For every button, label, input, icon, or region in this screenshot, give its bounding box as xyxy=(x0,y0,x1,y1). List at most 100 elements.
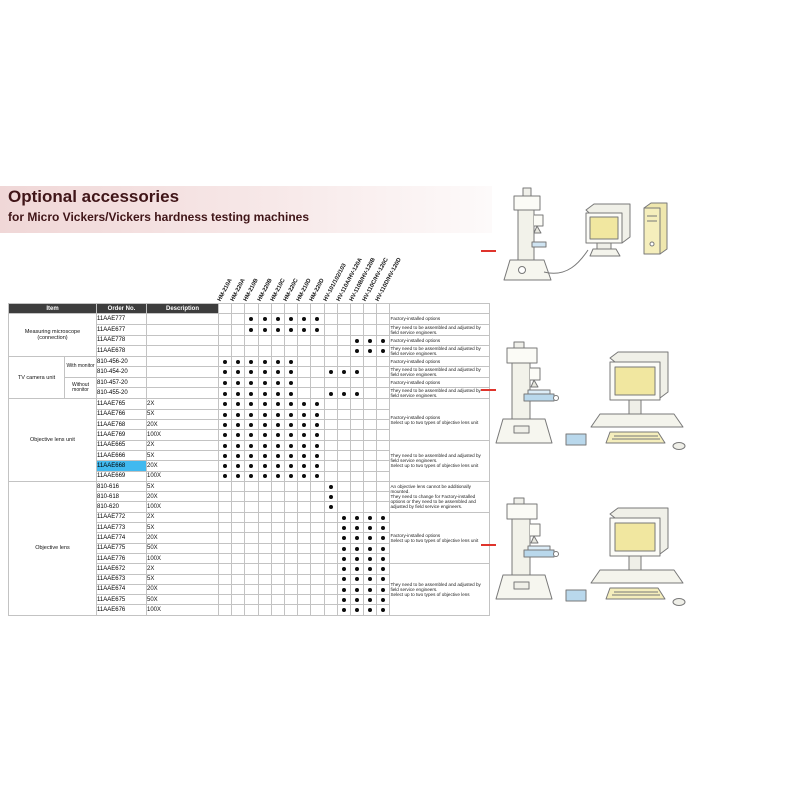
compat-dot xyxy=(381,598,386,603)
compat-dot xyxy=(236,402,241,407)
compat-dot xyxy=(302,422,307,427)
compat-cell xyxy=(310,480,325,493)
compat-cell xyxy=(231,470,246,482)
compat-dot xyxy=(262,327,267,332)
compat-cell xyxy=(323,398,338,410)
compat-dot xyxy=(381,338,386,343)
remark-cell: Factory-installed options xyxy=(389,377,491,389)
compat-cell xyxy=(244,542,259,554)
compat-cell xyxy=(217,470,233,482)
compat-cell xyxy=(336,323,351,336)
compat-dot xyxy=(289,391,294,396)
compat-cell xyxy=(349,334,365,346)
compat-dot xyxy=(368,338,373,343)
hardness-tester-illustration-1 xyxy=(492,186,707,294)
compat-cell xyxy=(336,449,351,462)
compat-cell xyxy=(270,522,285,534)
compat-cell xyxy=(336,460,351,472)
compat-cell xyxy=(310,522,325,534)
compat-cell xyxy=(270,563,285,575)
compat-cell xyxy=(231,460,246,472)
compat-cell xyxy=(336,470,351,482)
compat-cell xyxy=(257,449,272,462)
compat-cell xyxy=(363,604,378,616)
model-header-cell xyxy=(336,302,351,315)
compat-cell xyxy=(376,387,391,400)
description-cell: 50X xyxy=(146,594,219,606)
title-band: Optional accessories for Micro Vickers/V… xyxy=(0,186,492,233)
compat-cell xyxy=(217,377,233,389)
remark-cell: They need to be assembled and adjusted b… xyxy=(389,387,491,400)
compat-dot xyxy=(368,567,373,572)
compat-cell xyxy=(283,419,299,431)
compat-dot xyxy=(315,474,320,479)
compat-cell xyxy=(217,604,233,616)
compat-cell xyxy=(323,323,338,336)
description-cell xyxy=(146,377,219,389)
compat-cell xyxy=(297,583,312,596)
compat-dot xyxy=(249,402,254,407)
compat-cell xyxy=(349,522,365,534)
order-no-cell: 11AAE673 xyxy=(96,573,147,585)
compat-dot xyxy=(341,391,346,396)
compat-cell xyxy=(336,439,351,451)
compat-cell xyxy=(231,501,246,513)
compat-cell xyxy=(376,573,391,585)
compat-cell xyxy=(323,366,338,379)
compat-cell xyxy=(310,398,325,410)
compat-dot xyxy=(262,453,267,458)
compat-dot xyxy=(262,317,267,322)
compat-cell xyxy=(270,439,285,451)
remark-cell: They need to be assembled and adjusted b… xyxy=(389,323,491,336)
remarks-header-cell xyxy=(389,302,491,315)
compat-dot xyxy=(249,370,254,375)
item-group-label: Objective lens xyxy=(8,480,97,616)
compat-cell xyxy=(270,470,285,482)
order-no-cell: 11AAE777 xyxy=(96,313,147,325)
compat-cell xyxy=(231,334,246,346)
description-header: Description xyxy=(146,302,219,315)
description-cell: 100X xyxy=(146,501,219,513)
compat-cell xyxy=(231,552,246,565)
compat-cell xyxy=(349,344,365,357)
monitor-screen xyxy=(614,366,656,396)
compat-cell xyxy=(283,573,299,585)
compat-cell xyxy=(323,470,338,482)
compat-cell xyxy=(231,594,246,606)
indenter-icon xyxy=(530,535,539,544)
compat-cell xyxy=(244,573,259,585)
compat-cell xyxy=(217,398,233,410)
compat-dot xyxy=(262,381,267,386)
compat-dot xyxy=(354,567,359,572)
compat-dot xyxy=(262,412,267,417)
compat-dot xyxy=(315,422,320,427)
compat-cell xyxy=(270,323,285,336)
compat-cell xyxy=(257,480,272,493)
compat-dot xyxy=(289,381,294,386)
compat-cell xyxy=(349,552,365,565)
compat-cell xyxy=(323,552,338,565)
compat-cell xyxy=(231,511,246,524)
item-group-label: TV camera unit xyxy=(8,355,65,400)
model-header-cell xyxy=(363,302,378,315)
compat-cell xyxy=(349,355,365,368)
order-no-cell: 810-455-20 xyxy=(96,387,147,400)
compat-cell xyxy=(244,522,259,534)
compat-dot xyxy=(341,370,346,375)
compat-cell xyxy=(297,552,312,565)
compat-dot xyxy=(354,525,359,530)
compat-cell xyxy=(310,334,325,346)
compat-dot xyxy=(275,474,280,479)
compat-cell xyxy=(257,366,272,379)
compat-cell xyxy=(257,429,272,441)
compat-dot xyxy=(249,453,254,458)
compat-dot xyxy=(236,443,241,448)
compat-cell xyxy=(349,480,365,493)
compat-cell xyxy=(257,563,272,575)
compat-cell xyxy=(363,344,378,357)
compat-cell xyxy=(231,366,246,379)
description-cell xyxy=(146,323,219,336)
compat-cell xyxy=(257,470,272,482)
order-no-cell: 11AAE672 xyxy=(96,563,147,575)
